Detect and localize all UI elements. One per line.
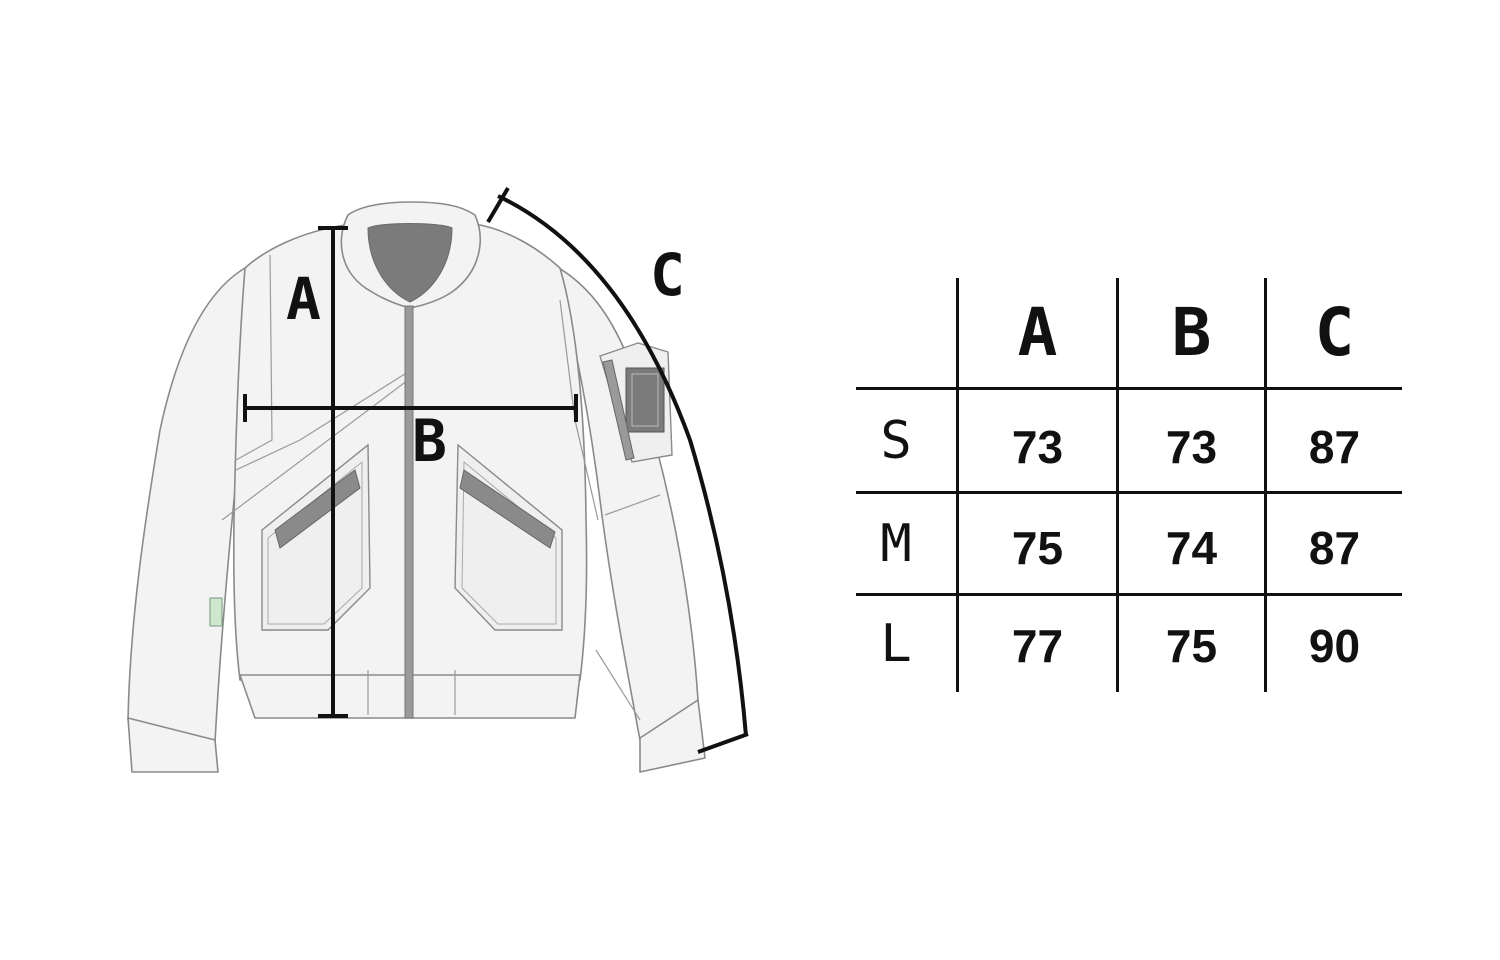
row-label-m: M: [880, 513, 912, 574]
left-pocket: [261, 443, 371, 631]
right-pocket: [454, 443, 563, 631]
table-grid-line: [956, 278, 959, 692]
table-grid-line: [856, 491, 1402, 494]
table-grid-line: [856, 593, 1402, 596]
label-a: A: [286, 265, 321, 333]
row-label-l: L: [880, 614, 912, 674]
label-c: C: [650, 241, 685, 309]
table-grid-line: [856, 387, 1402, 390]
table-grid-line: [1116, 278, 1119, 692]
table-cell: 87: [1308, 521, 1361, 574]
table-cell: 73: [1011, 420, 1064, 473]
column-header-c: C: [1314, 293, 1355, 371]
table-cell: 73: [1165, 420, 1218, 473]
center-zipper: [404, 305, 414, 719]
column-header-b: B: [1171, 293, 1212, 371]
table-cell: 90: [1308, 620, 1361, 672]
column-header-a: A: [1017, 293, 1058, 371]
table-cell: 74: [1165, 521, 1218, 574]
left-cuff: [127, 717, 219, 773]
sleeve-pocket: [599, 342, 673, 463]
right-cuff: [639, 699, 706, 773]
collar-inner: [367, 223, 453, 303]
table-grid-line: [1264, 278, 1267, 692]
table-cell: 75: [1165, 620, 1218, 672]
table-cell: 75: [1011, 521, 1064, 574]
row-label-s: S: [880, 410, 912, 471]
measure-c-arc: [497, 194, 748, 737]
table-cell: 87: [1308, 420, 1361, 473]
table-cell: 77: [1011, 620, 1064, 672]
label-b: B: [412, 407, 447, 475]
brand-tag: [209, 597, 223, 627]
size-chart-table: A B C S 73 73 87 M 75 74 87 L 77 75 90: [856, 278, 1402, 692]
